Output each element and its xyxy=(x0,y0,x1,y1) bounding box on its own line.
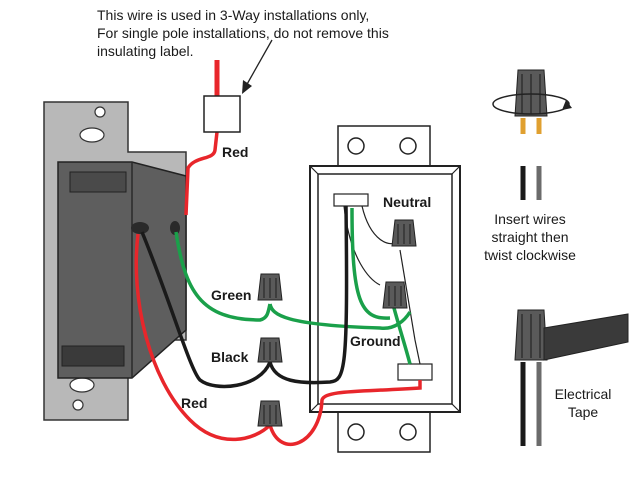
rotation-arrowhead xyxy=(562,100,572,110)
screw-hole xyxy=(347,423,365,441)
wire-exit-port-side xyxy=(170,221,180,235)
pointer-line xyxy=(245,39,273,87)
wire-nut xyxy=(257,337,283,363)
instruction-line: straight then xyxy=(491,229,569,245)
label-red-bottom: Red xyxy=(181,395,208,411)
wire-nut xyxy=(257,273,283,301)
black-wires xyxy=(140,205,349,389)
wire-nut xyxy=(257,400,283,427)
strap-slot-bottom xyxy=(69,377,95,393)
note-line: For single pole installations, do not re… xyxy=(97,25,389,41)
screw-hole xyxy=(347,137,365,155)
wall-box xyxy=(309,125,461,453)
neutral-entry xyxy=(333,193,369,207)
pointer-arrowhead xyxy=(242,80,252,94)
instruction-line: twist clockwise xyxy=(484,247,576,263)
screw-hole xyxy=(399,137,417,155)
instruction-line: Tape xyxy=(567,404,599,420)
label-black: Black xyxy=(211,349,249,365)
wire-exit-port xyxy=(131,222,149,234)
twist-illustration xyxy=(492,69,572,200)
note-line: This wire is used in 3-Way installations… xyxy=(97,7,370,23)
tape-illustration xyxy=(514,309,629,446)
wire-nut xyxy=(382,281,408,309)
ground-entry xyxy=(397,363,433,381)
twist-instruction: Insert wires straight then twist clockwi… xyxy=(470,210,590,264)
label-red-top: Red xyxy=(222,144,249,160)
note-line: insulating label. xyxy=(97,43,194,59)
label-ground: Ground xyxy=(350,333,401,349)
screw-hole xyxy=(399,423,417,441)
instruction-line: Insert wires xyxy=(494,211,566,227)
dimmer-body xyxy=(57,161,187,379)
label-neutral: Neutral xyxy=(383,194,432,210)
red-wire-bottom xyxy=(134,233,422,446)
tape-instruction: Electrical Tape xyxy=(543,385,623,421)
strap-hole-bottom xyxy=(72,399,84,411)
wire-nut xyxy=(391,219,417,247)
installation-note: This wire is used in 3-Way installations… xyxy=(97,6,437,60)
strap-slot-top xyxy=(79,127,105,143)
green-wires xyxy=(174,207,412,365)
insulating-label xyxy=(203,95,241,133)
red-wire-top xyxy=(184,60,241,216)
instruction-line: Electrical xyxy=(554,386,612,402)
label-green: Green xyxy=(211,287,252,303)
electrical-tape xyxy=(543,313,629,361)
strap-hole-top xyxy=(94,106,106,118)
